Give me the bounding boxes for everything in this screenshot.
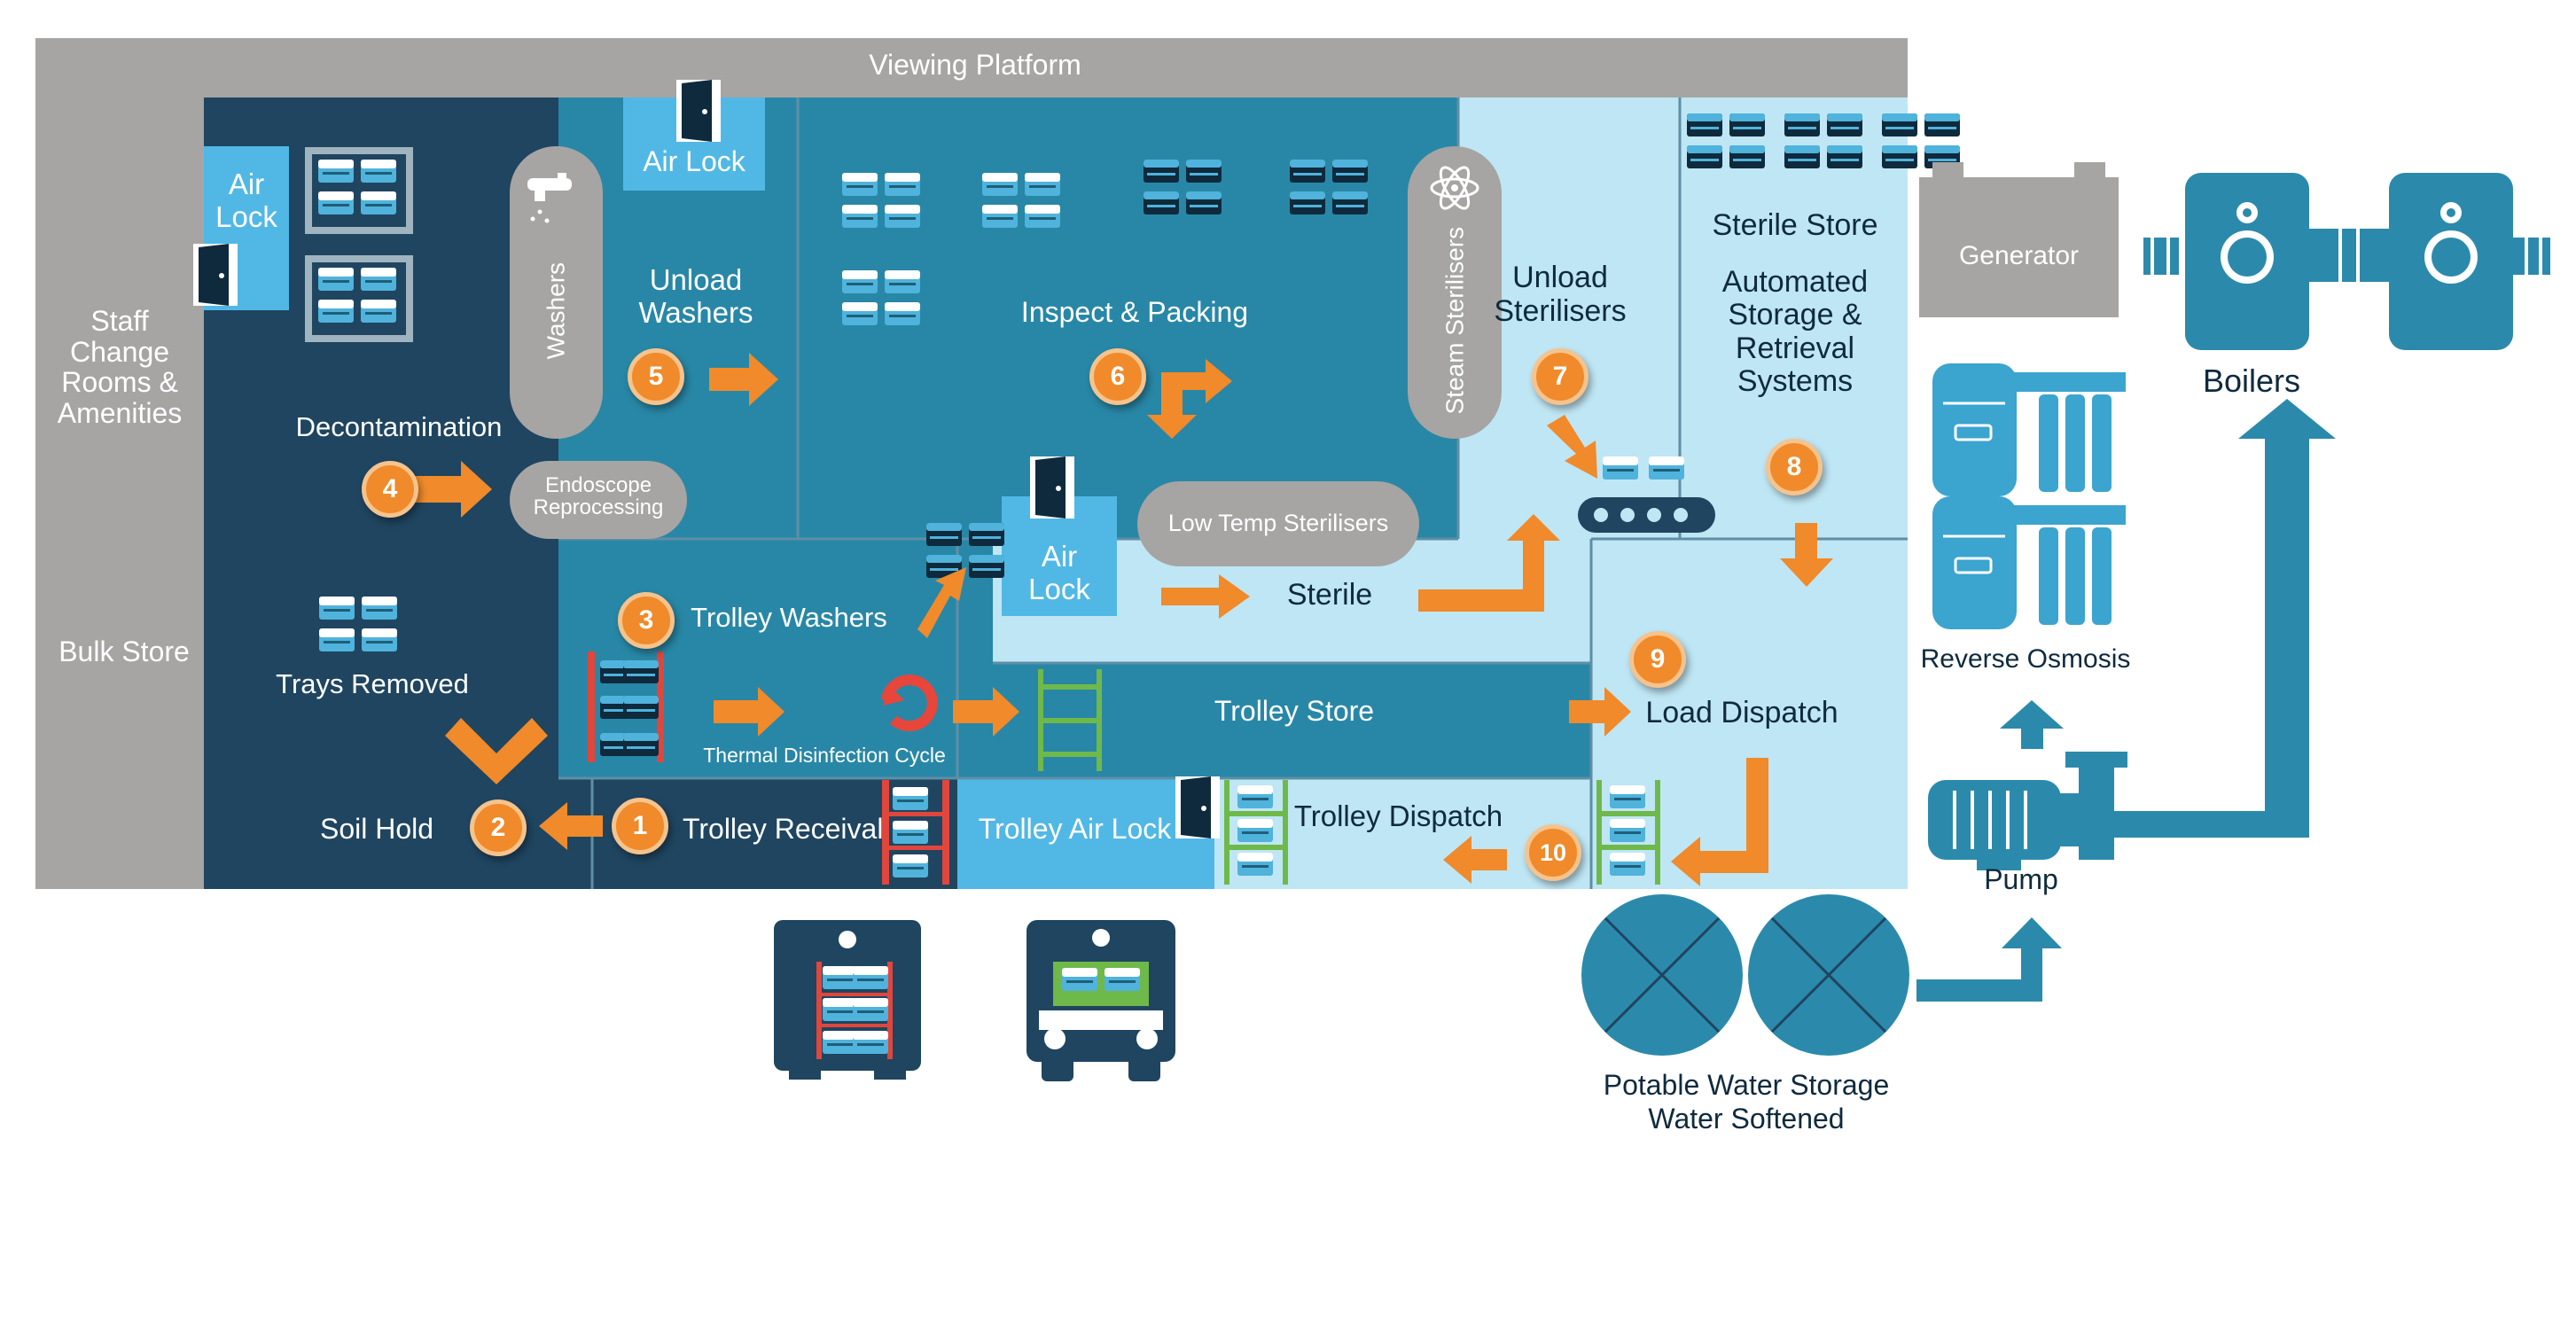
load-dispatch-label: Load Dispatch <box>1645 696 1838 729</box>
thermal-disinfection-label: Thermal Disinfection Cycle <box>703 744 946 767</box>
atom-icon <box>1430 166 1479 210</box>
pump-label: Pump <box>1984 863 2058 895</box>
delivery-truck-icon <box>774 920 921 1080</box>
trolley-rack-icon <box>1596 780 1660 885</box>
trolley-air-lock-label: Trolley Air Lock <box>978 813 1172 845</box>
step-badge-3: 3 <box>618 592 675 649</box>
step-badge-1: 1 <box>612 798 668 854</box>
pump-icon <box>1928 752 2127 870</box>
trolley-air-lock-zone <box>957 778 1214 889</box>
boiler-icon <box>2143 173 2550 350</box>
endoscope-unit <box>510 461 687 539</box>
trays-removed-label: Trays Removed <box>276 668 469 699</box>
reverse-osmosis-icon <box>1932 363 2126 629</box>
trolley-rack-icon <box>882 780 949 885</box>
sterile-store-label: Sterile Store <box>1712 208 1878 242</box>
generator-label: Generator <box>1958 241 2080 270</box>
pipe-to-pump <box>1916 917 2062 1002</box>
low-temp-sterilisers-unit <box>1137 481 1419 566</box>
door-icon <box>1030 456 1074 519</box>
step-badge-8: 8 <box>1766 439 1823 495</box>
step-badge-2: 2 <box>470 799 527 856</box>
trolley-rack-icon <box>588 651 664 762</box>
bulk-store-label: Bulk Store <box>59 636 190 667</box>
trolley-dispatch-label: Trolley Dispatch <box>1293 799 1503 832</box>
step-badge-9: 9 <box>1629 631 1686 688</box>
tap-icon <box>527 173 572 223</box>
viewing-platform-label: Viewing Platform <box>869 49 1081 81</box>
step-badge-4: 4 <box>362 461 418 518</box>
water-tank-icon <box>1581 894 1909 1056</box>
trolley-rack-icon <box>1224 780 1288 885</box>
boiler-detail <box>2221 202 2478 284</box>
trolley-rack-icon <box>1038 669 1102 771</box>
flow-arrows <box>415 353 1833 886</box>
conveyor-icon <box>1578 456 1715 533</box>
door-icon <box>193 244 238 306</box>
trolley-washers-label: Trolley Washers <box>691 602 887 633</box>
generator-icon <box>1919 162 2119 317</box>
low-temp-sterilisers-label: Low Temp Sterilisers <box>1167 510 1389 536</box>
staff-change-label: Staff Change Rooms & Amenities <box>57 305 183 429</box>
steam-sterilisers-label: Steam Sterilisers <box>1440 226 1469 415</box>
step-badge-10: 10 <box>1525 824 1581 881</box>
thermal-cycle-icon <box>881 675 938 732</box>
step-badge-5: 5 <box>628 348 684 405</box>
decontamination-label: Decontamination <box>295 411 503 442</box>
trolley-store-label: Trolley Store <box>1214 695 1375 727</box>
soil-hold-zone <box>204 778 592 889</box>
steam-sterilisers-unit <box>1408 146 1502 439</box>
trolley-receival-label: Trolley Receival <box>683 813 884 845</box>
soil-hold-label: Soil Hold <box>319 813 434 845</box>
inspect-packing-label: Inspect & Packing <box>1020 296 1249 328</box>
step-badge-6: 6 <box>1089 348 1146 405</box>
reverse-osmosis-label: Reverse Osmosis <box>1920 644 2131 674</box>
sterile-label: Sterile <box>1286 578 1373 612</box>
door-icon <box>676 80 721 142</box>
up-arrow <box>2000 700 2064 749</box>
step-badge-7: 7 <box>1532 348 1589 405</box>
washers-label: Washers <box>542 261 570 360</box>
delivery-truck-icon <box>1026 920 1175 1081</box>
air-lock-top-label: Air Lock <box>643 145 745 177</box>
boilers-label: Boilers <box>2202 363 2301 399</box>
pipe-to-boilers <box>2114 399 2336 838</box>
